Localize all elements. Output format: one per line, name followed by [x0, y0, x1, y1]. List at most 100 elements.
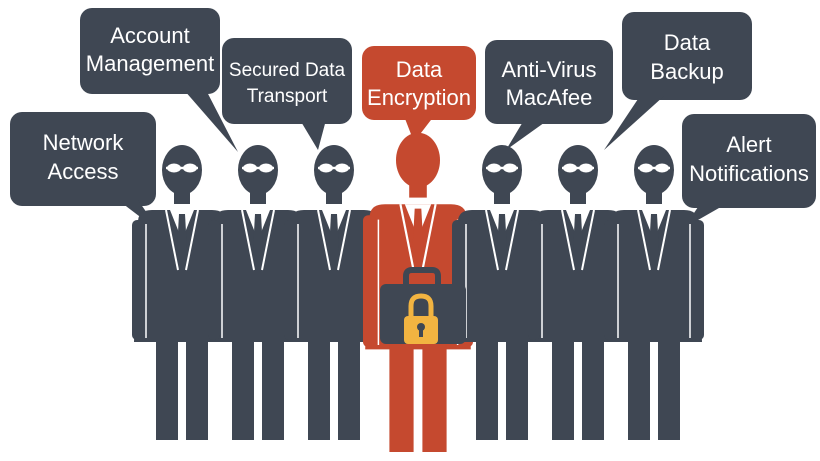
head [314, 145, 354, 195]
figure-agent [528, 145, 628, 440]
figure-agent [604, 145, 704, 440]
bubble-secured-data-transport [222, 38, 352, 150]
leg [658, 338, 680, 440]
lapel [241, 209, 255, 271]
lapel [421, 203, 437, 271]
lapel [185, 209, 199, 271]
bubble-line: Network [42, 130, 124, 155]
leg [552, 338, 574, 440]
tie [497, 214, 507, 258]
figure-agent [452, 145, 552, 440]
sunglasses-bridge [242, 166, 274, 170]
bubble-line: Backup [650, 59, 724, 84]
arm [692, 220, 704, 340]
lapel [261, 209, 275, 271]
leg [156, 338, 178, 440]
bubble-line: Data [663, 30, 711, 55]
figures [132, 132, 704, 452]
neck [174, 188, 190, 204]
torso [286, 210, 382, 342]
padlock-icon [404, 293, 438, 344]
leg [186, 338, 208, 440]
head [634, 145, 674, 195]
bubble-account-management [80, 8, 238, 152]
bubble-label-anti-virus: Anti-Virus MacAfee [485, 56, 613, 112]
bubble-label-data-backup: Data Backup [622, 28, 752, 86]
sunglasses-bridge [318, 166, 350, 170]
torso [210, 210, 306, 342]
leg [389, 345, 414, 452]
bubble-line: Account [110, 23, 190, 48]
lapel [165, 209, 179, 271]
bubble-line: Secured Data [228, 60, 346, 81]
tie [329, 214, 339, 258]
arm [604, 220, 616, 340]
lapel [337, 209, 351, 271]
torso [606, 210, 702, 342]
neck [570, 188, 586, 204]
tie [573, 214, 583, 258]
sunglasses-bridge [166, 166, 198, 170]
arm [284, 220, 296, 340]
leg [476, 338, 498, 440]
lapel [637, 209, 651, 271]
bubble-line: MacAfee [505, 85, 593, 110]
sunglasses-bridge [638, 166, 670, 170]
torso [530, 210, 626, 342]
lapel [399, 203, 415, 271]
tie [177, 214, 187, 258]
arm [208, 220, 220, 340]
bubble-line: Alert [726, 132, 772, 157]
tie [253, 214, 263, 258]
padlock-briefcase [380, 267, 466, 344]
lapel [561, 209, 575, 271]
sunglasses-bridge [486, 166, 518, 170]
lapel [505, 209, 519, 271]
head [396, 132, 440, 188]
bubble-line: Transport [246, 86, 328, 107]
sunglasses-bridge [562, 166, 594, 170]
leg [232, 338, 254, 440]
neck [409, 180, 427, 198]
arm [132, 220, 144, 340]
tie [649, 214, 659, 258]
bubble-line: Encryption [367, 85, 471, 110]
lapel [581, 209, 595, 271]
bubble-line: Anti-Virus [501, 57, 597, 82]
tie [412, 208, 424, 257]
bubble-line: Notifications [689, 161, 809, 186]
bubble-label-secured-data-transport: Secured Data Transport [222, 58, 352, 110]
bubble-label-alert-notifications: Alert Notifications [682, 130, 816, 188]
torso [134, 210, 230, 342]
neck [326, 188, 342, 204]
lapel [317, 209, 331, 271]
leg [582, 338, 604, 440]
bubble-data-backup [604, 12, 752, 150]
bubble-label-account-management: Account Management [80, 22, 220, 78]
leg [338, 338, 360, 440]
leg [308, 338, 330, 440]
head [482, 145, 522, 195]
arm [528, 220, 540, 340]
neck [646, 188, 662, 204]
bubble-line: Data [395, 57, 443, 82]
arm [363, 215, 377, 348]
head [238, 145, 278, 195]
bubble-label-data-encryption: Data Encryption [362, 56, 476, 112]
head [558, 145, 598, 195]
leg [628, 338, 650, 440]
torso [454, 210, 550, 342]
lapel [657, 209, 671, 271]
neck [494, 188, 510, 204]
leg [506, 338, 528, 440]
head [162, 145, 202, 195]
leg [422, 345, 447, 452]
neck [250, 188, 266, 204]
bubble-line: Access [47, 159, 119, 184]
leg [262, 338, 284, 440]
bubble-line: Management [85, 51, 215, 76]
lapel [485, 209, 499, 271]
bubble-label-network-access: Network Access [10, 128, 156, 186]
